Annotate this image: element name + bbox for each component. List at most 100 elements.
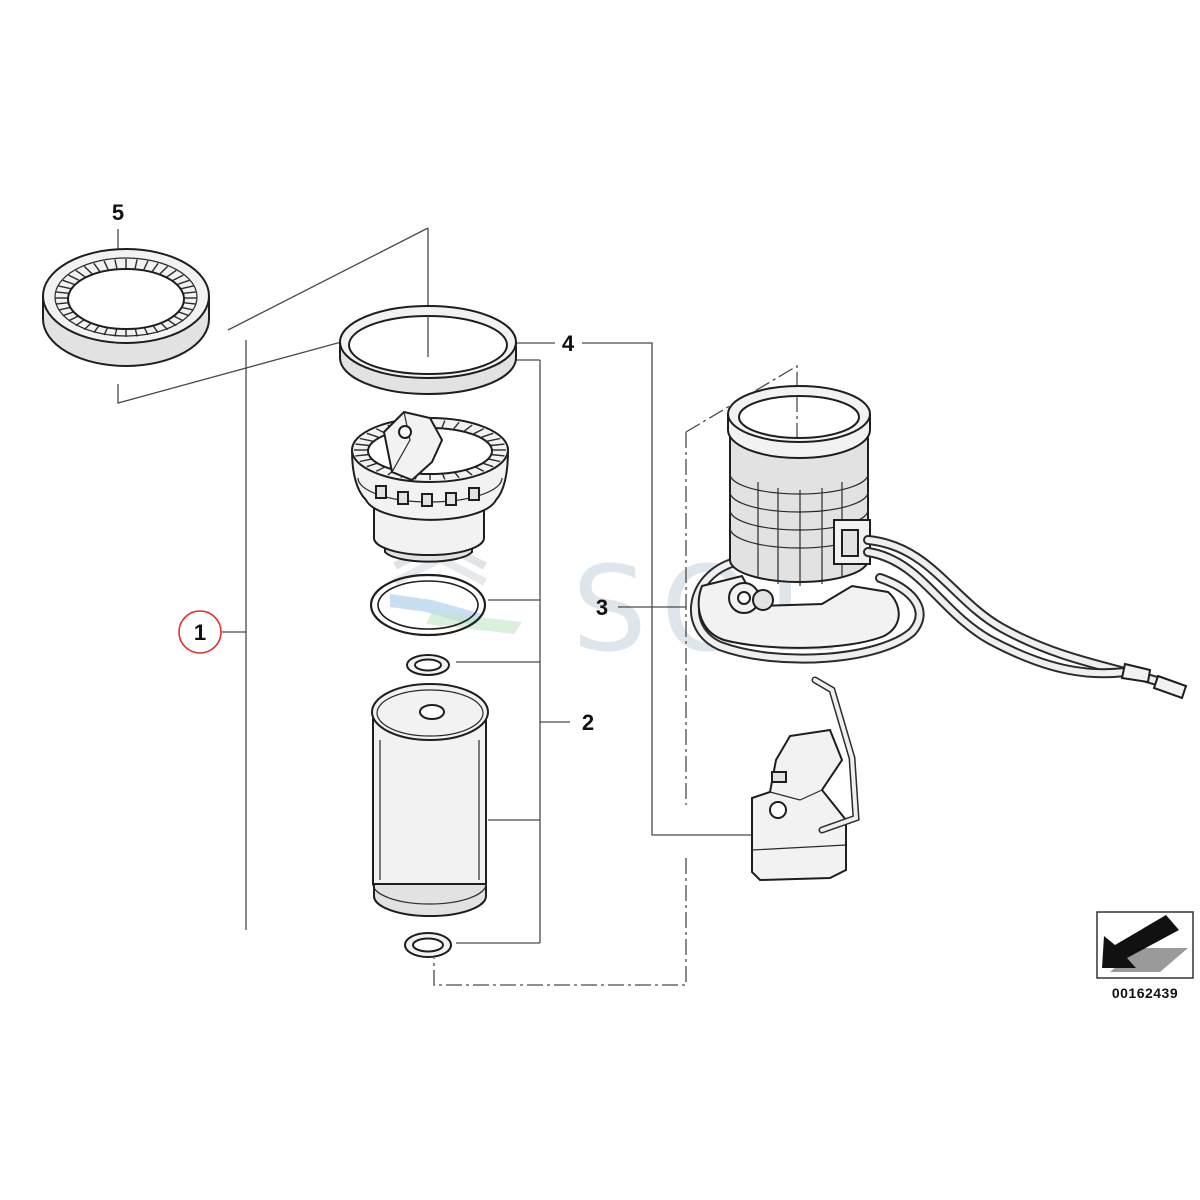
orientation-arrow-icon: [1096, 911, 1194, 979]
bracket-body: [751, 728, 847, 882]
callout-1-circle: [178, 610, 222, 654]
housing-opening: [738, 395, 860, 439]
cap-slot: [375, 485, 387, 499]
cap-slot: [445, 492, 457, 506]
filter-cap-handle-edge: [391, 411, 411, 473]
filter-cap-rim-slot: [366, 432, 379, 438]
housing-hose-loop-core: [692, 559, 923, 662]
seal-ring-hole: [67, 268, 185, 330]
housing-port-nut: [752, 589, 774, 611]
seal-ring-tooth: [68, 274, 80, 282]
seal-ring-tooth: [151, 262, 159, 272]
seal-ring-tooth: [58, 285, 71, 290]
filter-cap-rim-slot: [481, 432, 494, 438]
filter-bottom-edge: [372, 883, 487, 905]
filter-cap-side-slots: [375, 485, 480, 507]
filter-cap-rim-slot: [487, 437, 501, 442]
filter-bottom-cap: [373, 884, 487, 917]
filter-cap-rim-slot: [473, 428, 485, 435]
watermark-blue-band: [390, 594, 482, 625]
part-3-filter-housing: [690, 385, 1188, 700]
seal-ring-tooth: [62, 310, 75, 317]
housing-port-hole: [737, 591, 751, 605]
bracket-hole: [769, 801, 787, 819]
seal-ring-tooth: [177, 279, 190, 286]
bottom-ring-hole: [412, 937, 444, 953]
seal-ring-tooth: [181, 285, 194, 290]
filter-cap-rim-slot: [490, 453, 505, 457]
seal-ring-tooth: [181, 306, 194, 311]
seal-ring-tooth: [114, 259, 118, 269]
filter-cap-rim-slot: [359, 437, 373, 442]
seal-ring-tooth: [172, 274, 184, 282]
arrow-icon: [1102, 915, 1179, 968]
housing-rib: [729, 473, 869, 495]
seal-ring-tooth: [75, 269, 86, 278]
callouts: 1 2 3 4 5: [112, 200, 608, 735]
seal-ring-tooth: [166, 269, 177, 278]
filter-cap-rim-slot: [463, 424, 473, 432]
part-4-filter-cap: [350, 410, 510, 563]
small-ring-hole: [414, 658, 442, 672]
cap-slot: [421, 493, 433, 507]
seal-ring-tooth: [103, 260, 109, 270]
seal-ring-tooth: [183, 302, 197, 305]
part-2-o-ring: [369, 573, 487, 637]
filter-center-hole: [419, 704, 445, 720]
seal-ring-tooth: [58, 306, 71, 311]
cap-slot: [397, 491, 409, 505]
filter-cap-rim-slot: [453, 421, 460, 430]
part-2-filter-element: [371, 683, 489, 917]
bracket-edge: [751, 844, 847, 851]
filter-cap-handle-hole: [398, 425, 412, 439]
filter-cap-handle: [382, 410, 444, 482]
part-2-bottom-ring: [404, 932, 452, 958]
housing-connector-plug: [841, 529, 859, 557]
part-3-mounting-bracket: [751, 676, 860, 882]
callout-5-label: 5: [112, 200, 124, 225]
callout-1-label: 1: [194, 620, 206, 645]
part-4-housing-seal: [339, 305, 517, 395]
part-2-small-ring: [406, 654, 450, 676]
diagram-number: 00162439: [1112, 985, 1178, 1001]
seal-ring-tooth: [93, 262, 101, 272]
callout-3-label: 3: [596, 595, 608, 620]
housing-wire: [863, 535, 1165, 687]
o-ring-inner: [377, 580, 479, 630]
bracket-edge: [769, 789, 823, 801]
filter-cap-rim-slot: [355, 453, 370, 457]
seal-ring-teeth: [55, 259, 197, 337]
housing-rib: [729, 509, 869, 531]
seal-ring-tooth: [177, 310, 190, 317]
seal-ring-tooth: [134, 259, 138, 269]
wire-end-connector: [1120, 662, 1152, 684]
filter-cap-rim-slot: [441, 420, 446, 428]
seal-ring-tooth: [143, 260, 149, 270]
filter-cap-rim-slot: [490, 443, 505, 447]
seal-ring-tooth: [55, 302, 69, 305]
leader-5-upper-diagonal: [227, 227, 429, 331]
cap-slot: [468, 487, 480, 501]
bracket-wire-clip-core: [813, 678, 859, 832]
filter-top-rim: [376, 689, 484, 737]
leader-5-lower-diagonal: [117, 340, 346, 404]
seal-ring-tooth: [83, 265, 93, 275]
wire-end-terminal: [1152, 674, 1188, 700]
callout-4-label: 4: [562, 331, 575, 356]
filter-cap-rim-slot: [355, 443, 370, 447]
bracket-tab: [771, 771, 787, 783]
callout-2-label: 2: [582, 710, 594, 735]
seal-ring-tooth: [159, 265, 169, 275]
part-5-seal-ring: [42, 248, 210, 367]
housing-wire-core: [865, 537, 1163, 685]
seal-ring-tooth: [183, 291, 197, 294]
housing-rib: [729, 491, 869, 513]
seal-ring-tooth: [62, 279, 75, 286]
o-ring-outer: [369, 573, 487, 637]
bracket-3-lower: [433, 858, 687, 986]
leader-4-right: [582, 342, 752, 836]
leader-lines: [117, 227, 798, 986]
seal-ring-tooth: [55, 291, 69, 294]
housing-wire-second-core: [865, 549, 1128, 677]
